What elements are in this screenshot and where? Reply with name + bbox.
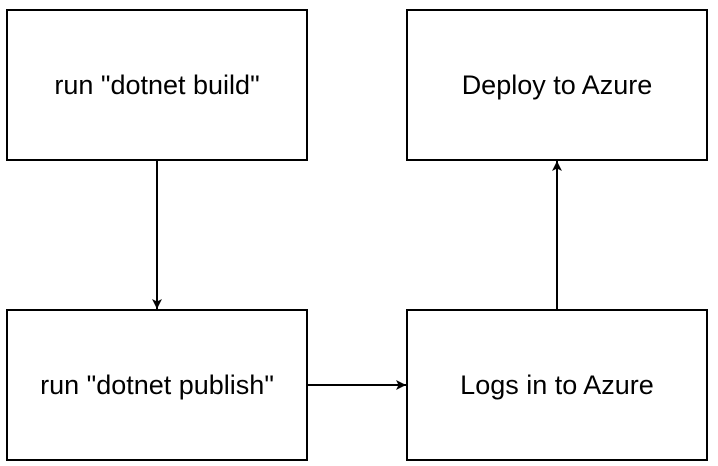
node-logs-in-to-azure-label: Logs in to Azure [460, 370, 654, 400]
node-dotnet-build: run "dotnet build" [6, 9, 308, 161]
node-deploy-to-azure-label: Deploy to Azure [462, 70, 653, 100]
node-dotnet-build-label: run "dotnet build" [54, 70, 259, 100]
node-deploy-to-azure: Deploy to Azure [406, 9, 708, 161]
node-dotnet-publish: run "dotnet publish" [6, 309, 308, 461]
node-dotnet-publish-label: run "dotnet publish" [40, 370, 274, 400]
node-logs-in-to-azure: Logs in to Azure [406, 309, 708, 461]
